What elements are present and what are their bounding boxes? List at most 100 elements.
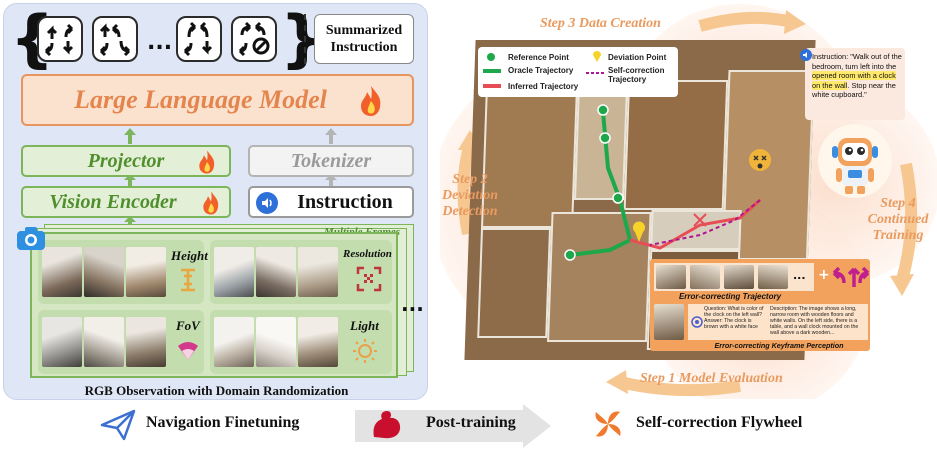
legend-inferred-trajectory: Inferred Trajectory (508, 82, 579, 91)
dashed-separator (304, 14, 306, 64)
keyframe-perception-caption: Error-correcting Keyframe Perception (714, 341, 844, 350)
trajectory-legend: Reference Point Oracle Trajectory Inferr… (478, 47, 678, 97)
action-token-box (92, 16, 138, 62)
step2-line-1: Step 2 (452, 172, 488, 187)
vision-encoder-box: Vision Encoder (21, 186, 231, 218)
keyframe-qa-box: Question: What is color of the clock on … (688, 304, 868, 340)
turn-arrows-icon (183, 21, 213, 57)
instruction-text-post: . Stop near the white cupboard." (812, 80, 896, 100)
self-correction-line-marker (586, 72, 604, 74)
robot-circle (818, 124, 892, 198)
flexed-arm-icon (373, 411, 401, 439)
deviation-pin-icon (593, 51, 601, 62)
up-arrow (124, 216, 136, 230)
turn-arrows-icon (44, 23, 74, 57)
tokenizer-label: Tokenizer (290, 149, 372, 172)
up-arrow (325, 174, 337, 186)
resolution-label: Resolution (343, 248, 392, 260)
oracle-line-marker (483, 69, 501, 73)
qa-text: Question: What is color of the clock on … (704, 306, 766, 330)
rgb-observation-caption: RGB Observation with Domain Randomizatio… (84, 383, 349, 398)
self-correction-line-1: Self-correction (608, 66, 665, 75)
room-photo (84, 317, 124, 367)
self-correction-line-2: Trajectory (608, 75, 647, 84)
instruction-label: Instruction (297, 190, 393, 213)
room-photo (42, 247, 82, 297)
action-token-box (176, 16, 222, 62)
speaker-icon (256, 192, 278, 214)
room-photo (126, 247, 166, 297)
step2-line-2: Deviation (442, 188, 498, 203)
trajectory-strip: ... (654, 263, 814, 291)
speaker-icon (800, 49, 812, 61)
reference-point (564, 249, 576, 261)
fov-label: FoV (176, 318, 200, 333)
room-photo (42, 317, 82, 367)
step2-label: Step 2 Deviation Detection (430, 172, 510, 220)
legend-oracle-trajectory: Oracle Trajectory (508, 66, 574, 75)
turn-arrows-icon (832, 266, 870, 287)
error-mark (693, 213, 707, 227)
resolution-cell: Resolution (210, 240, 392, 304)
large-language-model-box: Large Language Model (21, 74, 414, 126)
step2-line-3: Detection (442, 204, 498, 219)
confused-face-icon (749, 149, 771, 171)
oracle-trajectory (569, 111, 633, 257)
step4-line-3: Training (872, 228, 924, 243)
room-photo (298, 317, 338, 367)
camera-icon (17, 227, 45, 250)
step3-label: Step 3 Data Creation (540, 16, 661, 31)
self-correction-trajectory (649, 199, 761, 246)
post-training-label: Post-training (426, 414, 516, 431)
instruction-box: Instruction (248, 186, 414, 218)
height-cell: Height (38, 240, 208, 304)
up-arrow (124, 174, 136, 186)
navigation-finetuning-label: Navigation Finetuning (146, 414, 300, 431)
instruction-text-pre: Instruction: "Walk out of the bedroom, t… (812, 52, 902, 71)
up-arrow (325, 128, 337, 144)
reference-point (597, 104, 609, 116)
legend-deviation-point: Deviation Point (608, 53, 667, 62)
trajectory-frame (758, 265, 788, 289)
height-icon (181, 268, 195, 292)
legend-reference-point: Reference Point (508, 53, 569, 62)
pinwheel-icon (595, 411, 621, 437)
trajectory-frame (656, 265, 686, 289)
qa-answer: Answer: The clock is brown with a white … (704, 318, 758, 330)
room-photo (298, 247, 338, 297)
room-photo (84, 247, 124, 297)
height-label: Height (171, 248, 208, 263)
projector-box: Projector (21, 145, 231, 177)
paper-plane-icon (100, 409, 136, 441)
step4-line-1: Step 4 (880, 196, 916, 211)
step1-label: Step 1 Model Evaluation (640, 371, 783, 386)
room-photo (126, 317, 166, 367)
summarized-line-2: Instruction (330, 40, 398, 55)
room-photo (214, 317, 254, 367)
action-ellipsis: ... (147, 30, 173, 55)
plus-sign: + (818, 267, 830, 283)
stop-arrows-icon (238, 21, 270, 57)
self-correction-flywheel-label: Self-correction Flywheel (636, 414, 803, 431)
trajectory-frame (690, 265, 720, 289)
tokenizer-box: Tokenizer (248, 145, 414, 177)
vision-encoder-label: Vision Encoder (49, 190, 177, 213)
room-photo (256, 317, 296, 367)
qa-question: Question: What is color of the clock on … (704, 306, 764, 318)
robot-icon (832, 138, 878, 194)
up-arrow (124, 128, 136, 144)
fov-cell: FoV (38, 310, 204, 374)
room-photo (214, 247, 254, 297)
resolution-icon (356, 266, 382, 292)
flame-icon (203, 191, 219, 215)
keyframe-photo (654, 304, 684, 340)
model-logo-icon (691, 316, 703, 328)
light-cell: Light (210, 310, 392, 374)
frames-grid: Height Resolution FoV Light (30, 232, 398, 378)
flame-icon (199, 150, 215, 174)
instruction-bubble: Instruction: "Walk out of the bedroom, t… (800, 48, 905, 120)
action-token-box (231, 16, 277, 62)
reference-point-marker (487, 53, 495, 61)
